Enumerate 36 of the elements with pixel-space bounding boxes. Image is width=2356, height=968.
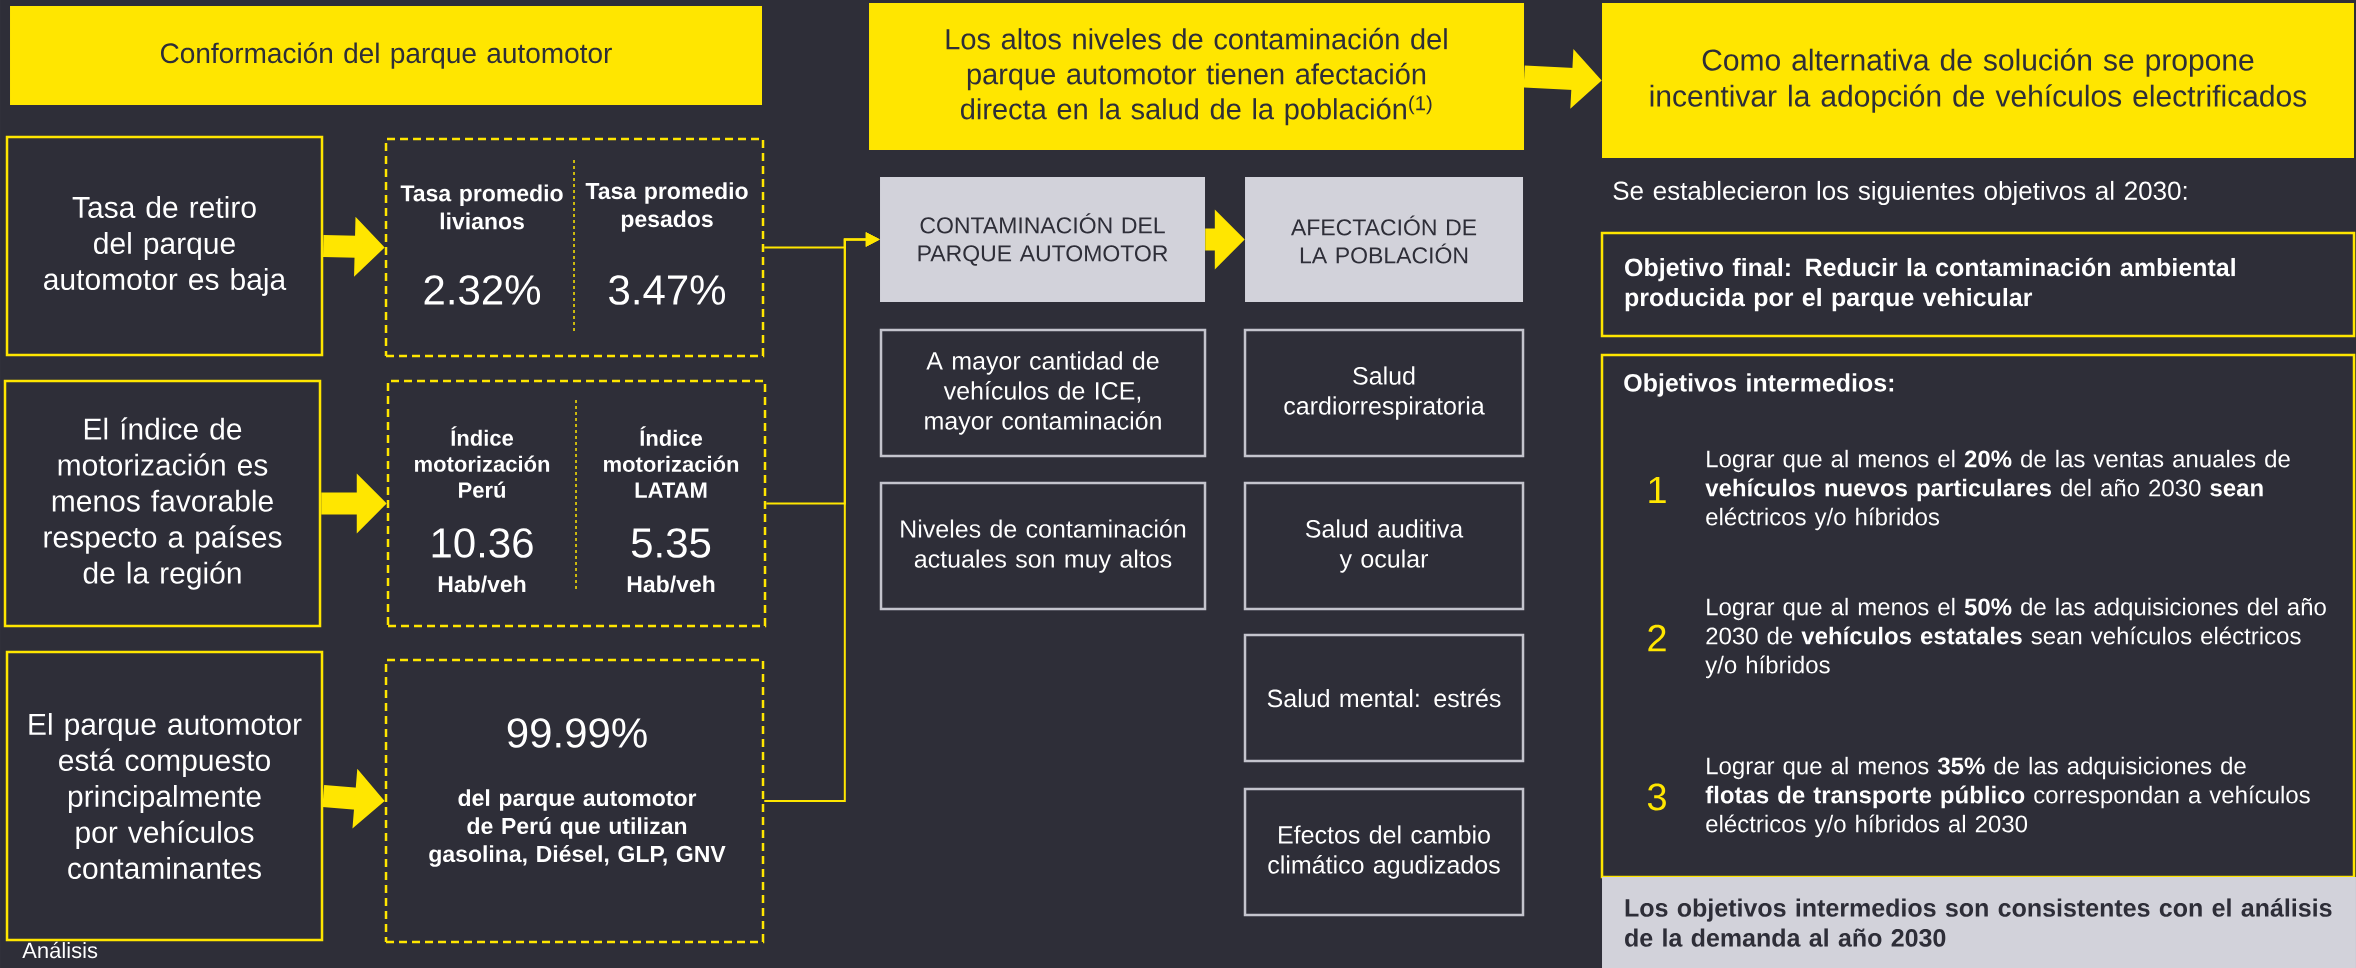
- text-box: El índice de motorización es menos favorable respecto a países de la región: [3, 379, 322, 628]
- text-box: Niveles de contaminación actuales son muy altos: [879, 481, 1207, 611]
- objective-text: Lograr que al menos el 20% de las ventas anuales de vehículos nuevos particulares del año 2030 sean eléctricos y/o híbridos: [1705, 449, 2290, 531]
- objective-text: Lograr que al menos el 50% de las adquisiciones del año 2030 de vehículos estatales sean vehículos eléctricos y/o híbridos: [1705, 597, 2326, 679]
- text-box: El parque automotor está compuesto principalmente por vehículos contaminantes: [5, 650, 324, 942]
- column-header: AFECTACIÓN DE LA POBLACIÓN: [1245, 177, 1523, 302]
- stat-label: Tasa promedio pesados: [585, 182, 748, 232]
- text-box: Efectos del cambio climático agudizados: [1243, 787, 1525, 917]
- stat-value: 2.32%: [424, 275, 541, 305]
- text-box: A mayor cantidad de vehículos de ICE, mayor contaminación: [879, 328, 1207, 458]
- stat-label: del parque automotor de Perú que utilizan gasolina, Diésel, GLP, GNV: [429, 789, 726, 867]
- step-number: 1: [1649, 476, 1666, 504]
- text-box: Salud auditiva y ocular: [1243, 481, 1525, 611]
- heading-banner: Como alternativa de solución se propone incentivar la adopción de vehículos electrificados: [1602, 3, 2354, 158]
- heading-banner: Conformación del parque automotor: [10, 6, 762, 105]
- stat-label: Índice motorización LATAM: [604, 426, 739, 498]
- heading-banner: Los altos niveles de contaminación del parque automotor tienen afectación directa en la salud de la población$^{(1)}$: [869, 3, 1524, 150]
- text-box: Salud mental: estrés: [1243, 633, 1525, 763]
- stat-label: Tasa promedio livianos: [400, 184, 563, 230]
- intro-text: Se establecieron los siguientes objetivos al 2030:: [1613, 180, 2187, 206]
- objective-heading: Objetivos intermedios:: [1624, 373, 1894, 397]
- stat-label: Índice motorización Perú: [415, 426, 550, 498]
- stat-value: 3.47%: [609, 275, 726, 305]
- note-box: Los objetivos intermedios son consistentes con el análisis de la demanda al año 2030: [1602, 877, 2356, 968]
- step-number: 3: [1647, 783, 1666, 811]
- unit-label: Hab/veh: [438, 575, 526, 593]
- stat-value: 5.35: [631, 528, 711, 558]
- stat-value: 10.36: [432, 528, 533, 558]
- stat-value: 99.99%: [507, 718, 647, 748]
- text-box: Tasa de retiro del parque automotor es baja: [5, 135, 324, 357]
- objective-text: Lograr que al menos 35% de las adquisiciones de flotas de transporte público correspondan a vehículos eléctricos y/o híbridos al 2030: [1705, 756, 2310, 838]
- unit-label: Hab/veh: [627, 575, 715, 593]
- column-header: CONTAMINACIÓN DEL PARQUE AUTOMOTOR: [880, 177, 1205, 302]
- step-number: 2: [1648, 624, 1666, 652]
- text-box: Salud cardiorrespiratoria: [1243, 328, 1525, 458]
- objective-box: Objetivo final: Reducir la contaminación ambiental producida por el parque vehicular: [1600, 231, 2356, 338]
